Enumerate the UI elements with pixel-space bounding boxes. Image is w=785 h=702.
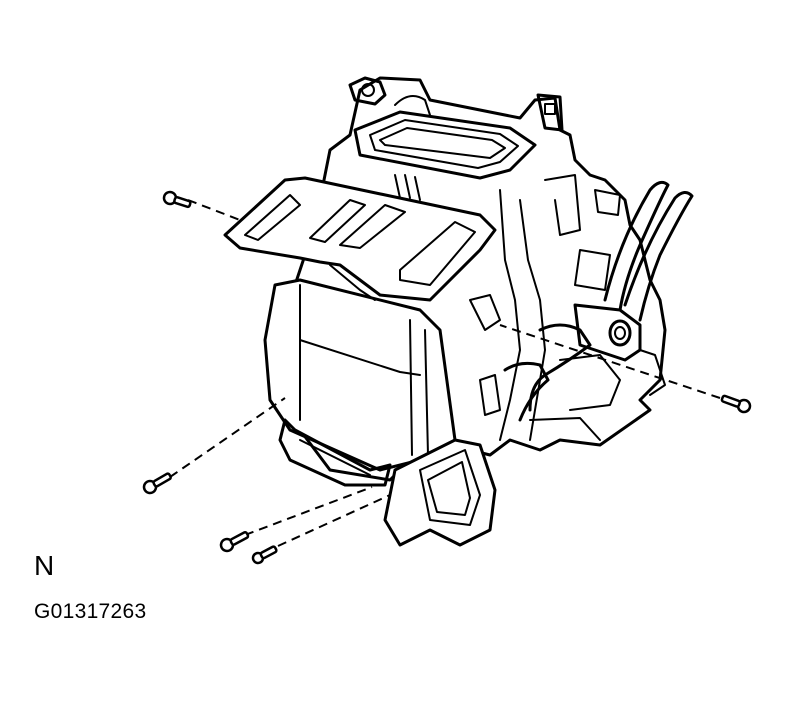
screw-right [720,394,752,414]
heater-pipes [503,180,694,422]
screw-alignment-lines [169,199,721,547]
screw-lower-left [142,472,172,495]
screw-top-left [162,190,192,209]
duct-tray [223,176,497,302]
figure-code: G01317263 [34,600,147,623]
blower-case [263,278,457,487]
orientation-label: N [34,550,55,581]
screw-bottom-1 [219,531,250,553]
screw-bottom-2 [251,545,278,565]
outlet-duct [383,438,497,547]
